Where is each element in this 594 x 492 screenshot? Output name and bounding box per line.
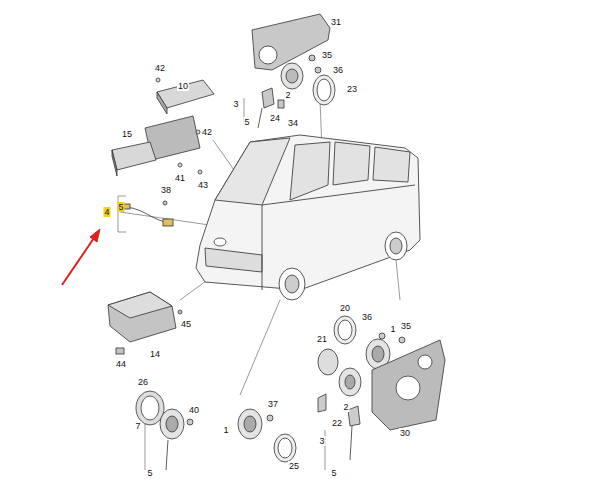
callout-number: 40 [188,405,200,415]
callout-number: 20 [339,303,351,313]
callout-number: 22 [331,418,343,428]
callout-number: 26 [137,377,149,387]
callout-number: 30 [399,428,411,438]
callout-number: 24 [269,113,281,123]
callout-number: 41 [174,173,186,183]
callout-number: 3 [232,99,239,109]
callout-number: 36 [332,65,344,75]
callout-number: 42 [154,63,166,73]
callout-number: 7 [134,421,141,431]
callout-number: 3 [318,436,325,446]
callout-number: 37 [267,399,279,409]
callout-number: 43 [197,180,209,190]
callout-number: 21 [316,334,328,344]
callout-number: 36 [361,312,373,322]
callout-number: 10 [177,81,189,91]
callout-number: 1 [222,425,229,435]
callout-number: 15 [121,129,133,139]
callout-number: 1 [389,324,396,334]
callout-number: 25 [288,461,300,471]
callout-number: 2 [284,90,291,100]
callout-number: 35 [400,321,412,331]
callout-number: 38 [160,185,172,195]
callout-number: 23 [346,84,358,94]
callout-number: 42 [201,127,213,137]
callout-number: 31 [330,17,342,27]
callout-number: 5 [243,117,250,127]
callout-number: 5 [330,468,337,478]
callout-number: 2 [342,402,349,412]
callout-number: 44 [115,359,127,369]
callout-number: 45 [180,319,192,329]
callout-number: 4 [103,207,110,217]
callout-number: 5 [117,202,124,212]
callout-number: 14 [149,349,161,359]
callout-number: 35 [321,50,333,60]
callout-number: 34 [287,118,299,128]
callout-number: 5 [146,468,153,478]
